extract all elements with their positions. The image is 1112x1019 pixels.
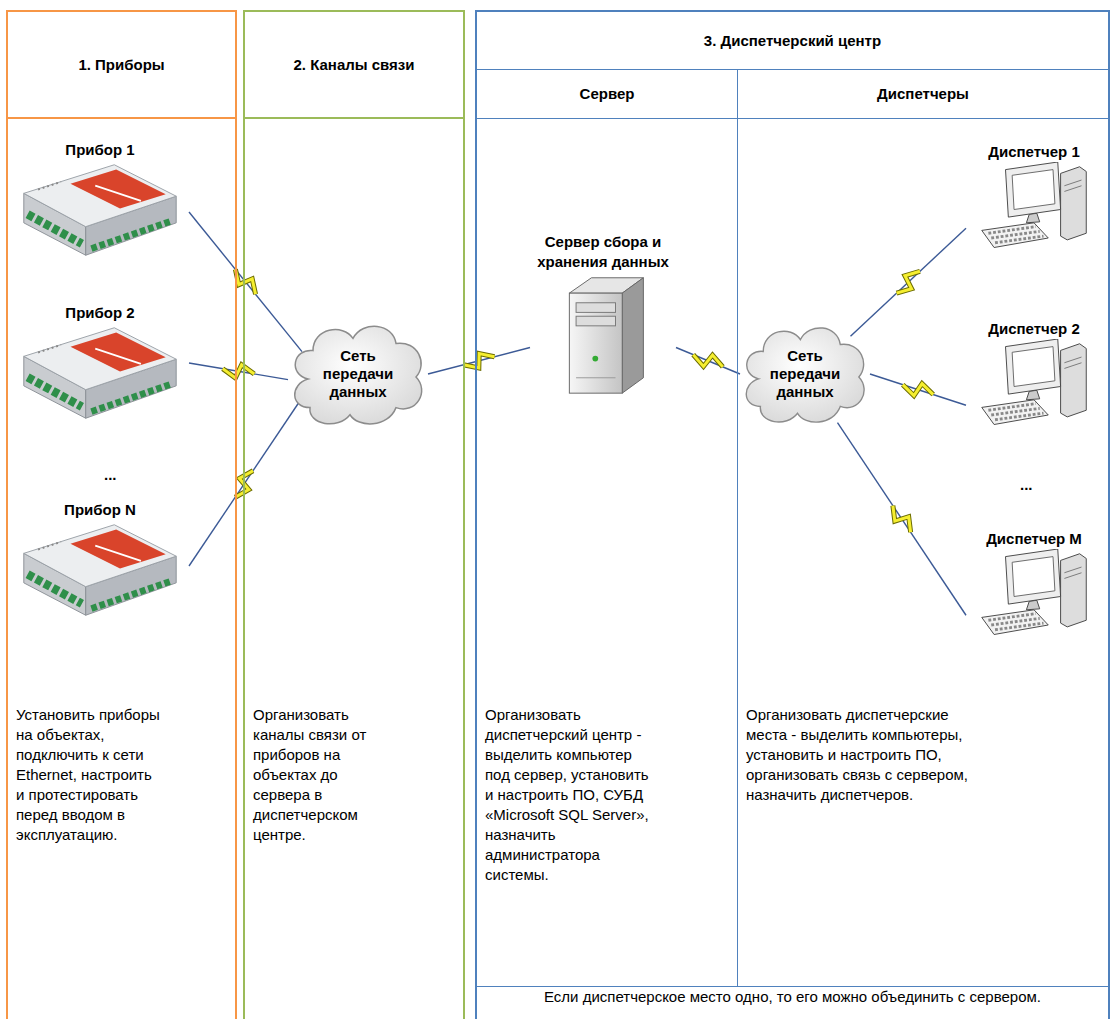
column-heading: 2. Каналы связи (245, 12, 463, 119)
column-description: Организовать каналы связи от приборов на… (253, 705, 378, 845)
workstation-node: Диспетчер M (966, 529, 1102, 644)
column-heading: 3. Диспетчерский центр (477, 12, 1108, 70)
column-panel: Сеть передачи данных 2. Каналы связиОрган… (243, 10, 465, 1019)
lightning-link (189, 212, 302, 352)
lightning-link (838, 423, 967, 616)
lightning-link (189, 363, 288, 380)
device-node: Прибор N (11, 500, 189, 620)
workstation-node: Диспетчер 1 (966, 142, 1102, 257)
server-icon (553, 272, 653, 397)
device-label: Прибор 2 (11, 303, 189, 323)
sub-column: Сеть передачи данных Диспетчер 1 Диспетчер… (737, 70, 1108, 986)
device-node: Прибор 1 (11, 140, 189, 260)
cloud-label: Сеть передачи данных (765, 347, 845, 401)
column-heading: Диспетчеры (738, 70, 1108, 119)
lightning-link (870, 374, 966, 405)
workstation-icon (966, 549, 1102, 644)
column-description: Установить приборы на объектах, подключи… (16, 705, 161, 845)
workstation-label: Диспетчер 2 (966, 319, 1102, 339)
server-label: Сервер сбора и хранения данных (530, 232, 676, 272)
sub-column: Сервер сбора и хранения данных СерверОрга… (477, 70, 737, 986)
server-node: Сервер сбора и хранения данных (530, 232, 676, 397)
device-icon (11, 520, 189, 620)
workstation-label: Диспетчер M (966, 529, 1102, 549)
note-text: Если диспетчерское место одно, то его мо… (477, 986, 1108, 1005)
column-heading: Сервер (477, 70, 737, 119)
lightning-link (428, 348, 530, 375)
workstation-icon (966, 339, 1102, 434)
column-description: Организовать диспетчерский центр - выдел… (485, 705, 655, 885)
lightning-link (676, 348, 740, 375)
device-icon (11, 323, 189, 423)
network-cloud: Сеть передачи данных (740, 320, 870, 428)
lightning-link (851, 228, 967, 336)
column-heading: 1. Приборы (8, 12, 235, 119)
device-node: Прибор 2 (11, 303, 189, 423)
column-panel: Сервер сбора и хранения данных СерверОрга… (475, 10, 1110, 1019)
ellipsis-label: ... (104, 466, 117, 484)
network-cloud: Сеть передачи данных (288, 318, 428, 430)
workstation-label: Диспетчер 1 (966, 142, 1102, 162)
workstation-node: Диспетчер 2 (966, 319, 1102, 434)
device-label: Прибор 1 (11, 140, 189, 160)
cloud-label: Сеть передачи данных (318, 347, 398, 401)
device-icon (11, 160, 189, 260)
column-description: Организовать диспетчерские места - выдел… (746, 705, 981, 805)
workstation-icon (966, 162, 1102, 257)
ellipsis-label: ... (1020, 476, 1033, 494)
device-label: Прибор N (11, 500, 189, 520)
column-panel: Прибор 1 Прибор 2 Прибор N 1. ПриборыУстано… (6, 10, 237, 1019)
